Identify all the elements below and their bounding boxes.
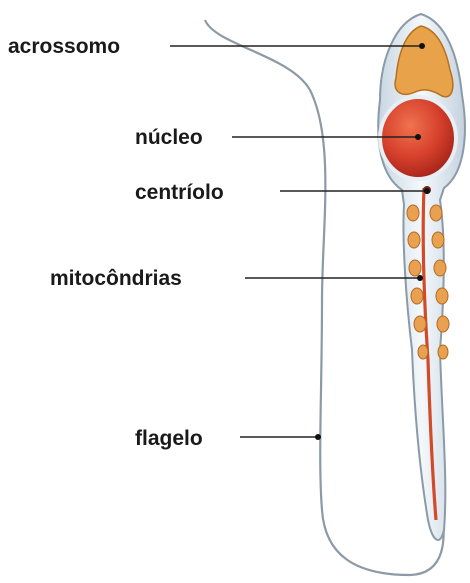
- dot-centriolo: [424, 188, 430, 194]
- mitochondrion: [411, 288, 423, 304]
- mitochondrion: [437, 316, 449, 332]
- label-nucleo: núcleo: [135, 127, 203, 148]
- mitochondrion: [430, 205, 442, 221]
- mitochondrion: [436, 288, 448, 304]
- mitochondrion: [409, 260, 421, 276]
- dot-nucleo: [415, 134, 421, 140]
- label-centriolo: centríolo: [135, 182, 224, 203]
- mitochondrion: [418, 345, 428, 359]
- label-flagelo: flagelo: [135, 428, 203, 449]
- dot-flagelo: [315, 434, 321, 440]
- mitochondrion: [438, 345, 448, 359]
- label-acrossomo: acrossomo: [8, 36, 120, 57]
- mitochondrion: [432, 232, 444, 248]
- mitochondrion: [434, 260, 446, 276]
- mitochondrion: [407, 205, 419, 221]
- mitochondrion: [408, 232, 420, 248]
- dot-acrossomo: [419, 43, 425, 49]
- dot-mitocondrias: [417, 275, 423, 281]
- label-mitocondrias: mitocôndrias: [50, 268, 182, 289]
- mitochondrion: [414, 316, 426, 332]
